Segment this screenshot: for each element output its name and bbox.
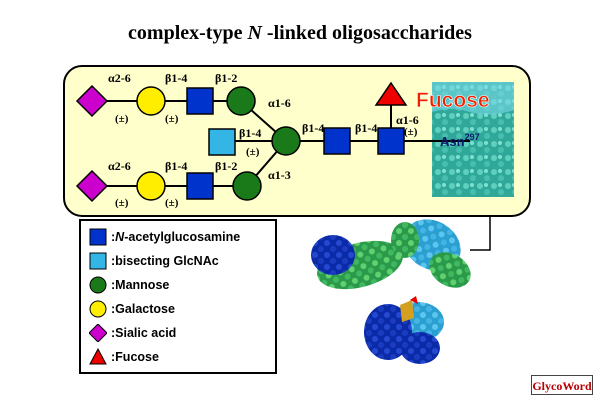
purple-diamond-icon	[88, 323, 108, 343]
link-upper-sia: α2-6	[108, 71, 131, 85]
blue-square-icon	[89, 228, 107, 246]
glcnac-core-2	[323, 127, 351, 155]
asn-label: Asn297	[440, 132, 480, 149]
link-core-glcnac: β1-4	[355, 121, 377, 135]
legend-mannose-suffix: Mannose	[115, 278, 170, 292]
green-circle-icon	[89, 276, 107, 294]
legend-label-glcnac: :N-acetylglucosamine	[111, 230, 240, 244]
legend-glcnac-prefix: :	[111, 230, 116, 244]
legend-label-bisecting: :bisecting GlcNAc	[111, 254, 219, 268]
legend-label-galactose: :Galactose	[111, 302, 175, 316]
bisecting-glcnac	[208, 128, 236, 156]
legend-item-glcnac: :N-acetylglucosamine	[89, 228, 240, 246]
legend-fucose-prefix: :	[111, 350, 116, 364]
link-upper-glcnac: β1-2	[215, 71, 237, 85]
legend-label-fucose: :Fucose	[111, 350, 159, 364]
legend-bisecting-suffix: bisecting GlcNAc	[115, 254, 219, 268]
asn-text: Asn	[440, 134, 465, 149]
legend-item-sialic: :Sialic acid	[88, 323, 176, 343]
legend-galactose-prefix: :	[111, 302, 116, 316]
mannose-upper	[226, 86, 256, 116]
mannose-core	[271, 126, 301, 156]
galactose-upper	[136, 86, 166, 116]
sialic-acid-lower	[75, 169, 109, 203]
galactose-lower	[136, 171, 166, 201]
link-upper-man: α1-6	[268, 96, 291, 110]
title-italic-n: N	[247, 22, 262, 44]
legend-sialic-suffix: Sialic acid	[115, 326, 177, 340]
legend-item-mannose: :Mannose	[89, 276, 169, 294]
optional-lower-sia: (±)	[115, 197, 129, 209]
fucose-callout-label: Fucose	[416, 89, 490, 112]
link-lower-man: α1-3	[268, 168, 291, 182]
optional-fuc: (±)	[404, 126, 418, 138]
link-lower-gal: β1-4	[165, 159, 187, 173]
link-core-man: β1-4	[302, 121, 324, 135]
link-upper-gal: β1-4	[165, 71, 187, 85]
glcnac-lower	[186, 172, 214, 200]
legend-sialic-prefix: :	[111, 326, 116, 340]
legend-item-galactose: :Galactose	[89, 300, 175, 318]
optional-bisect: (±)	[246, 146, 260, 158]
glycoword-logo[interactable]: GlycoWord	[531, 375, 593, 395]
legend-bisecting-prefix: :	[111, 254, 116, 268]
red-triangle-icon	[89, 347, 107, 366]
legend-item-fucose: :Fucose	[89, 347, 159, 366]
legend-galactose-suffix: Galactose	[115, 302, 175, 316]
link-fuc: α1-6	[396, 113, 419, 127]
optional-upper-gal: (±)	[165, 113, 179, 125]
logo-text: GlycoWord	[532, 379, 592, 393]
upper-branch	[75, 84, 256, 118]
mannose-lower	[232, 171, 262, 201]
title-suffix: -linked oligosaccharides	[261, 22, 472, 44]
link-bisect: β1-4	[239, 126, 261, 140]
legend-box: :N-acetylglucosamine :bisecting GlcNAc :…	[79, 219, 277, 374]
core	[208, 81, 408, 156]
legend-label-sialic: :Sialic acid	[111, 326, 176, 340]
optional-lower-gal: (±)	[165, 197, 179, 209]
light-blue-square-icon	[89, 252, 107, 270]
asn-number: 297	[465, 132, 480, 142]
yellow-circle-icon	[89, 300, 107, 318]
legend-mannose-prefix: :	[111, 278, 116, 292]
protein-surface-image	[432, 82, 514, 197]
diagram-title: complex-type N -linked oligosaccharides	[0, 22, 600, 45]
antibody-structure-image	[311, 219, 471, 364]
sialic-acid-upper	[75, 84, 109, 118]
glcnac-upper	[186, 87, 214, 115]
link-lower-glcnac: β1-2	[215, 159, 237, 173]
title-prefix: complex-type	[128, 22, 248, 44]
linkage-labels: α2-6 β1-4 β1-2 α1-6 (±) (±) β1-4 (±) β1-…	[108, 71, 419, 209]
optional-upper-sia: (±)	[115, 113, 129, 125]
legend-fucose-suffix: Fucose	[115, 350, 159, 364]
callout-line	[470, 216, 491, 251]
legend-glcnac-italic: N	[115, 230, 125, 244]
legend-glcnac-suffix: -acetylglucosamine	[124, 230, 241, 244]
glcnac-core-1	[377, 127, 405, 155]
fucose-triangle	[374, 81, 408, 106]
legend-label-mannose: :Mannose	[111, 278, 169, 292]
legend-item-bisecting: :bisecting GlcNAc	[89, 252, 219, 270]
lower-branch	[75, 169, 262, 203]
link-lower-sia: α2-6	[108, 159, 131, 173]
